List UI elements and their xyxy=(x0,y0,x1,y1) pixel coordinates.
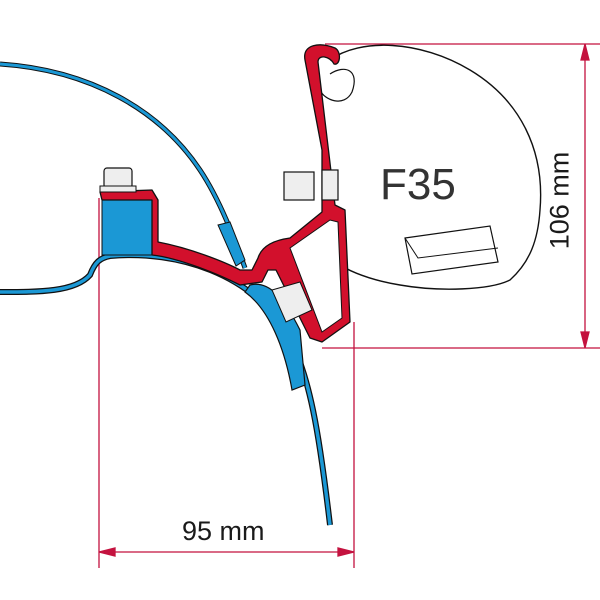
clamp-plate xyxy=(271,281,313,323)
bolt-washer xyxy=(99,185,137,193)
handle-inner-edge xyxy=(404,237,499,259)
adapter-bracket xyxy=(99,44,351,343)
gutter-rail xyxy=(244,283,306,391)
width-dimension-label: 95 mm xyxy=(182,516,265,546)
bolt-head-icon xyxy=(103,167,133,189)
mounting-block xyxy=(101,197,153,256)
model-label: F35 xyxy=(380,160,456,209)
awning-handle-recess xyxy=(404,225,499,275)
arrow-left-icon xyxy=(98,547,116,557)
bracket-cutout xyxy=(289,219,343,333)
arrow-right-icon xyxy=(337,547,355,557)
nut-back-icon xyxy=(321,169,339,201)
dimension-lines xyxy=(98,43,600,568)
awning-hinge xyxy=(319,68,355,102)
nut-icon xyxy=(283,171,315,201)
roof-clip xyxy=(217,221,246,267)
height-dimension-label: 106 mm xyxy=(544,151,575,250)
arrow-down-icon xyxy=(580,331,590,349)
arrow-up-icon xyxy=(580,43,590,61)
